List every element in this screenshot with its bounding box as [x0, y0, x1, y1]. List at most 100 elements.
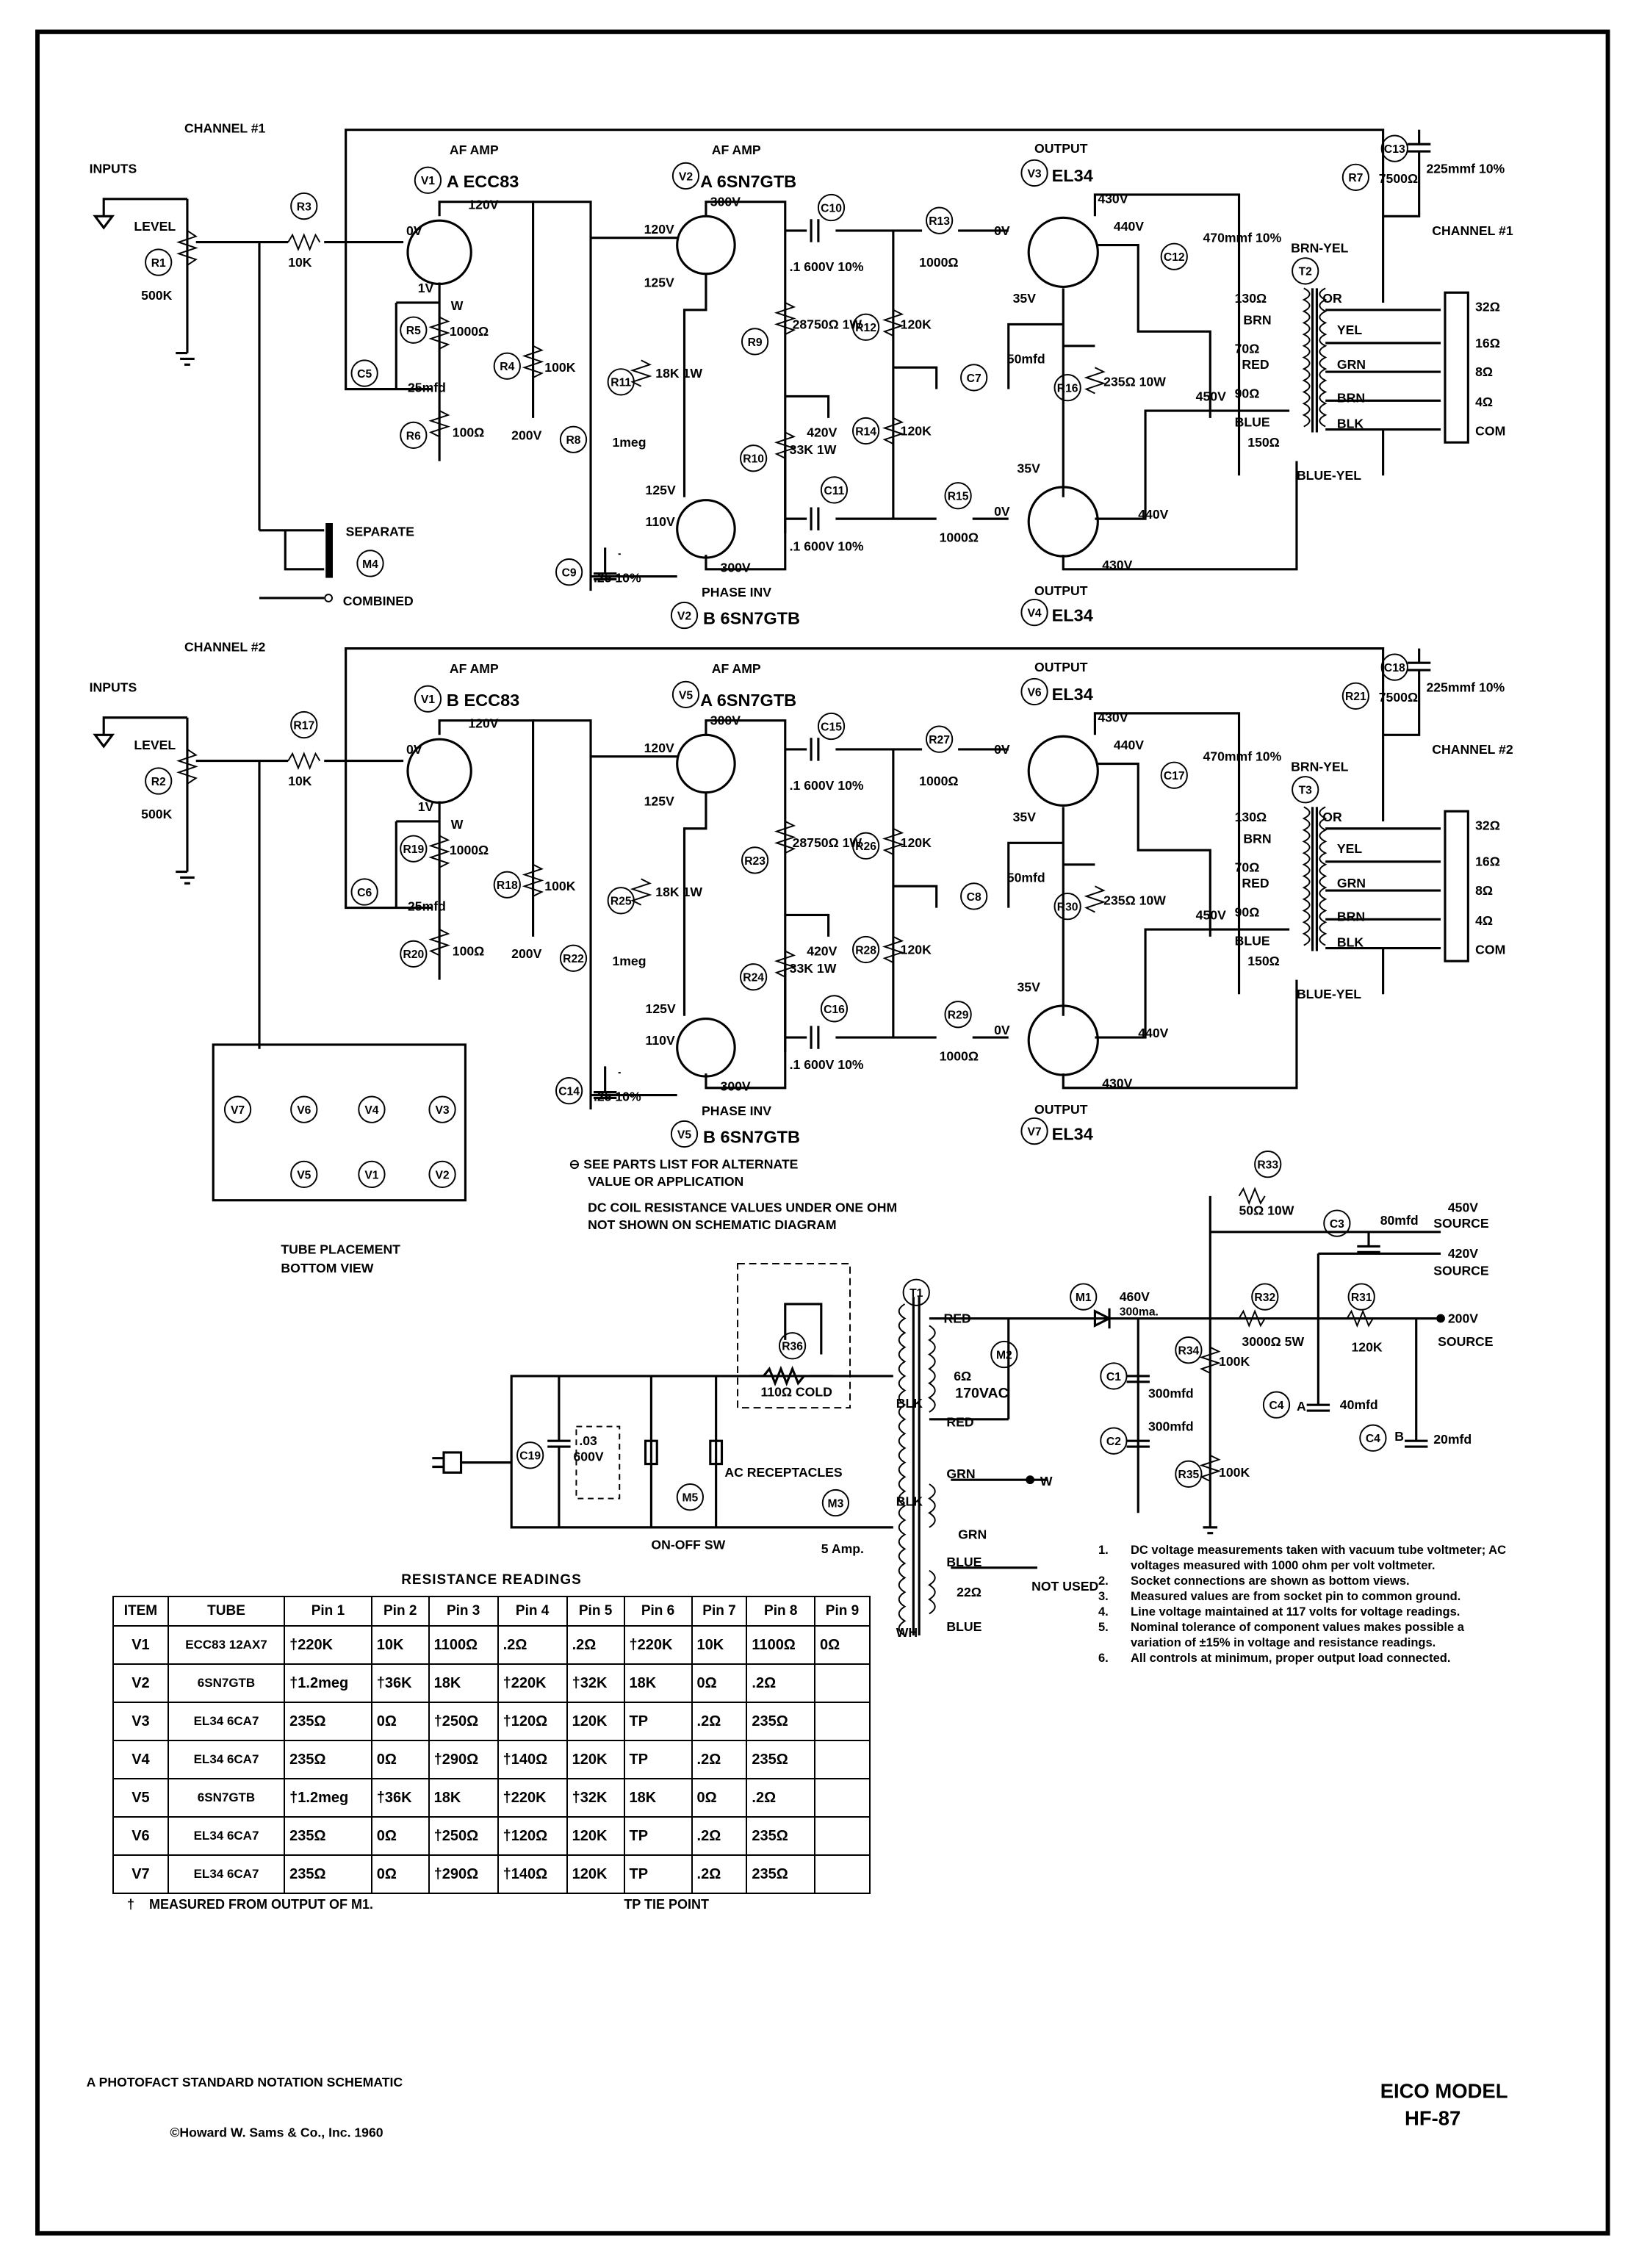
ch1-out-b-430: 430V	[1102, 558, 1132, 572]
ps-r34-val: 100K	[1219, 1354, 1250, 1369]
ch2-v1-plate-v: 120V	[468, 716, 498, 730]
ch2-out-a-430: 430V	[1098, 710, 1128, 725]
ch1-phase-inv: PHASE INV	[702, 585, 771, 600]
ch2-r-nfb-val: 7500Ω	[1379, 690, 1418, 705]
ch2-r-cath: R19	[403, 843, 424, 856]
notes-list: 1.DC voltage measurements taken with vac…	[1098, 1543, 1510, 1666]
ch2-r-grid-b-val: 120K	[901, 942, 932, 957]
column-header-pin-6: Pin 6	[623, 1596, 693, 1627]
ch2-r-fb: R20	[403, 948, 424, 961]
ch1-c-bypass-marker	[555, 558, 583, 586]
ch2-channel-out: CHANNEL #2	[1432, 742, 1513, 757]
footnote-text: MEASURED FROM OUTPUT OF M1.	[149, 1897, 374, 1912]
table-cell: 120K	[566, 1816, 625, 1856]
ch1-r-cath-marker	[400, 316, 428, 344]
ch1-brn-yel: BRN-YEL	[1291, 240, 1349, 255]
ch1-c-bypass: C9	[562, 567, 577, 580]
ch2-r-gs1-val: 1000Ω	[919, 774, 958, 788]
column-header-pin-4: Pin 4	[497, 1596, 568, 1627]
table-cell: 235Ω	[284, 1816, 372, 1856]
table-cell: V3	[112, 1702, 169, 1741]
ch2-v-out-b: V7	[1027, 1126, 1041, 1138]
ch1-v-out-a: V3	[1027, 168, 1041, 180]
table-cell: 1100Ω	[746, 1625, 816, 1665]
model-title: EICO MODEL	[1380, 2079, 1508, 2102]
note-number: 3.	[1098, 1590, 1109, 1603]
ps-vac: 170VAC	[955, 1385, 1009, 1401]
table-cell: 10K	[691, 1625, 748, 1665]
ps-c3-val: 80mfd	[1380, 1213, 1419, 1228]
table-cell: 10K	[370, 1625, 430, 1665]
column-header-tube: TUBE	[167, 1596, 286, 1627]
ch2-brn2: BRN	[1337, 909, 1365, 924]
tube-placement-caption-2: BOTTOM VIEW	[281, 1261, 373, 1275]
ch2-c-nfb-val: 225mmf 10%	[1426, 680, 1505, 694]
ch1-v-af1-marker	[414, 166, 442, 194]
ch1-v-pi-marker	[670, 601, 699, 630]
ch2-c-cpl2: C16	[824, 1004, 845, 1016]
ch2-c-nfb-marker	[1380, 653, 1408, 681]
ch1-c-cath-out-val: 50mfd	[1007, 351, 1045, 366]
ch2-v2b-cath: 125V	[646, 1001, 676, 1016]
ps-r32-marker	[1251, 1283, 1279, 1311]
ch1-v-af1-type: A ECC83	[447, 172, 519, 191]
ps-c3-marker	[1323, 1209, 1351, 1237]
ch1-r-pl-b-val: 33K 1W	[790, 442, 837, 457]
ch1-out-b: OUTPUT	[1034, 583, 1088, 598]
footer: A PHOTOFACT STANDARD NOTATION SCHEMATIC …	[87, 2075, 1508, 2140]
ps-r31-val: 120K	[1351, 1340, 1382, 1355]
ch2-r-cath-marker	[400, 835, 428, 863]
tube-placement-caption: TUBE PLACEMENT	[281, 1242, 400, 1256]
ps-r32-val: 3000Ω 5W	[1242, 1334, 1304, 1349]
table-cell: †290Ω	[428, 1854, 499, 1894]
ch1-v450: 450V	[1196, 389, 1226, 403]
ch1-c-cpl1: C10	[821, 202, 842, 215]
tube-socket-v2: V2	[435, 1169, 449, 1181]
ps-c1-marker	[1100, 1362, 1128, 1390]
ch2-p130: 130Ω	[1235, 810, 1267, 824]
ch1-c-fb: C12	[1164, 251, 1185, 264]
ps-m5: M5	[682, 1492, 698, 1505]
ch1-r-grid-a-marker	[851, 313, 880, 341]
mode-switch: SEPARATE M4 COMBINED	[259, 523, 414, 608]
ch1-brn2: BRN	[1337, 390, 1365, 405]
ch2-out-a-35v: 35V	[1013, 810, 1037, 824]
tube-socket-v7-marker	[223, 1095, 252, 1123]
ch2-r-pl-b: R24	[743, 972, 764, 984]
table-cell: .2Ω	[746, 1778, 816, 1818]
ch1-red: RED	[1242, 357, 1269, 372]
ch1-r-cath-val: 1000Ω	[450, 324, 489, 339]
ch2-r-gs2-marker	[944, 1001, 972, 1029]
ps-r34: R34	[1178, 1345, 1200, 1358]
ps-r34-marker	[1175, 1336, 1203, 1364]
ch2-out-a-0v: 0V	[994, 742, 1010, 757]
table-cell: †250Ω	[428, 1702, 499, 1741]
table-cell: EL34 6CA7	[167, 1740, 286, 1779]
ch1-p70: 70Ω	[1235, 342, 1260, 356]
ch2-r-grid: R17	[293, 719, 314, 732]
ch2-t32: 32Ω	[1475, 818, 1500, 833]
table-cell: †120Ω	[497, 1702, 568, 1741]
ch2-v-af1-type: B ECC83	[447, 691, 519, 710]
ch1-c-cpl1-marker	[817, 193, 846, 222]
table-cell: EL34 6CA7	[167, 1854, 286, 1894]
ch1-r-pl-a-val: 28750Ω 1W	[793, 317, 862, 331]
ch2-c-cpl1-marker	[817, 712, 846, 741]
ps-c4a: C4	[1269, 1400, 1283, 1412]
ch2-r-gs2: R29	[948, 1009, 969, 1022]
ch2-r-pot-val: 18K 1W	[655, 885, 702, 899]
ch2-v-af2-marker	[671, 680, 700, 709]
note-item: 1.DC voltage measurements taken with vac…	[1098, 1543, 1510, 1574]
model-number: HF-87	[1405, 2107, 1460, 2130]
table-cell: †1.2meg	[284, 1663, 372, 1703]
note-text: Measured values are from socket pin to c…	[1131, 1590, 1461, 1603]
ch2-t4: 4Ω	[1475, 913, 1493, 928]
table-cell: .2Ω	[497, 1625, 568, 1665]
ch1-v-af1: V1	[421, 175, 435, 187]
